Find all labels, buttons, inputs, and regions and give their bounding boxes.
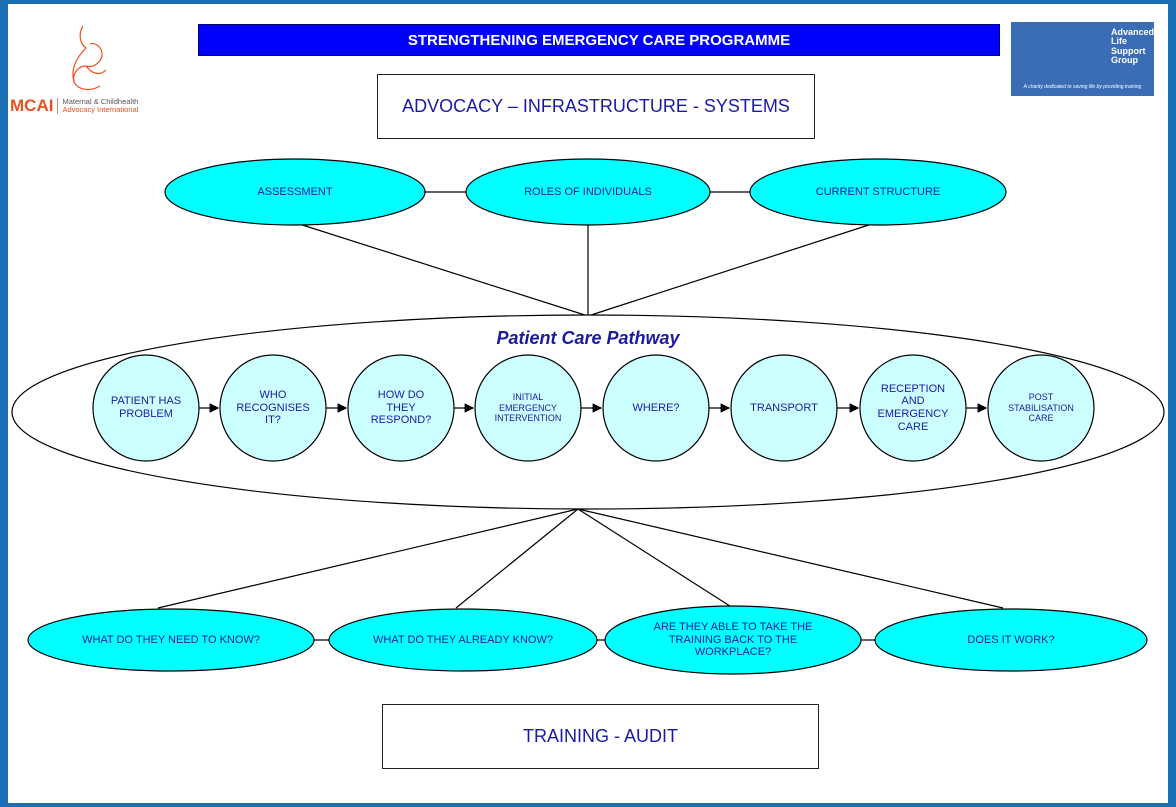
connector-line — [587, 221, 879, 317]
connector-line — [577, 508, 734, 609]
bottom-oval-works — [874, 608, 1148, 672]
mcai-logo: MCAI Maternal & Childhealth Advocacy Int… — [10, 96, 138, 116]
step-label: WHERE? — [632, 401, 680, 414]
alsg-word-4: Group — [1111, 55, 1138, 66]
top-oval-assessment — [164, 158, 426, 226]
mcai-mother-child-icon — [72, 25, 107, 91]
top-oval-structure — [749, 158, 1007, 226]
connector-line — [292, 221, 589, 317]
mcai-logo-line1: Maternal & Childhealth — [62, 96, 139, 106]
program-title: STRENGTHENING EMERGENCY CARE PROGRAMME — [198, 24, 1000, 56]
step-label: TRANSPORT — [750, 401, 818, 414]
connector-line — [455, 508, 579, 609]
step-circle — [987, 354, 1095, 462]
alsg-logo: Advanced Life Support Group A charity de… — [1011, 22, 1154, 96]
diagram-canvas: STRENGTHENING EMERGENCY CARE PROGRAMME M… — [8, 4, 1168, 803]
bottom-oval-label-works: DOES IT WORK? — [967, 633, 1055, 646]
alsg-word-1: Advanced — [1111, 27, 1155, 37]
advocacy-box: ADVOCACY – INFRASTRUCTURE - SYSTEMS — [377, 74, 815, 139]
mcai-logo-subtitle: Maternal & Childhealth Advocacy Internat… — [57, 96, 139, 115]
alsg-tagline: A charity dedicated to saving life by pr… — [1023, 84, 1142, 90]
bottom-oval-label-need: WHAT DO THEY NEED TO KNOW? — [82, 633, 260, 646]
alsg-logo-words: Advanced Life Support Group — [1111, 27, 1155, 66]
connector-line — [157, 508, 579, 609]
training-box: TRAINING - AUDIT — [382, 704, 819, 769]
mcai-logo-name: MCAI — [10, 96, 54, 115]
bottom-oval-label-already: WHAT DO THEY ALREADY KNOW? — [373, 633, 553, 646]
top-oval-label-assessment: ASSESSMENT — [257, 185, 333, 198]
top-oval-label-roles: ROLES OF INDIVIDUALS — [524, 185, 652, 198]
alsg-word-2: Life — [1111, 36, 1128, 47]
alsg-word-3: Support — [1111, 45, 1146, 56]
pathway-title: Patient Care Pathway — [496, 328, 680, 348]
connector-line — [577, 508, 1004, 609]
top-oval-label-structure: CURRENT STRUCTURE — [815, 185, 941, 198]
mcai-logo-line2: Advocacy International — [62, 105, 139, 114]
connector-layer — [11, 25, 1165, 675]
bottom-oval-workplace — [604, 605, 862, 675]
bottom-oval-need — [27, 608, 315, 672]
bottom-oval-already — [328, 608, 598, 672]
top-oval-roles — [465, 158, 711, 226]
